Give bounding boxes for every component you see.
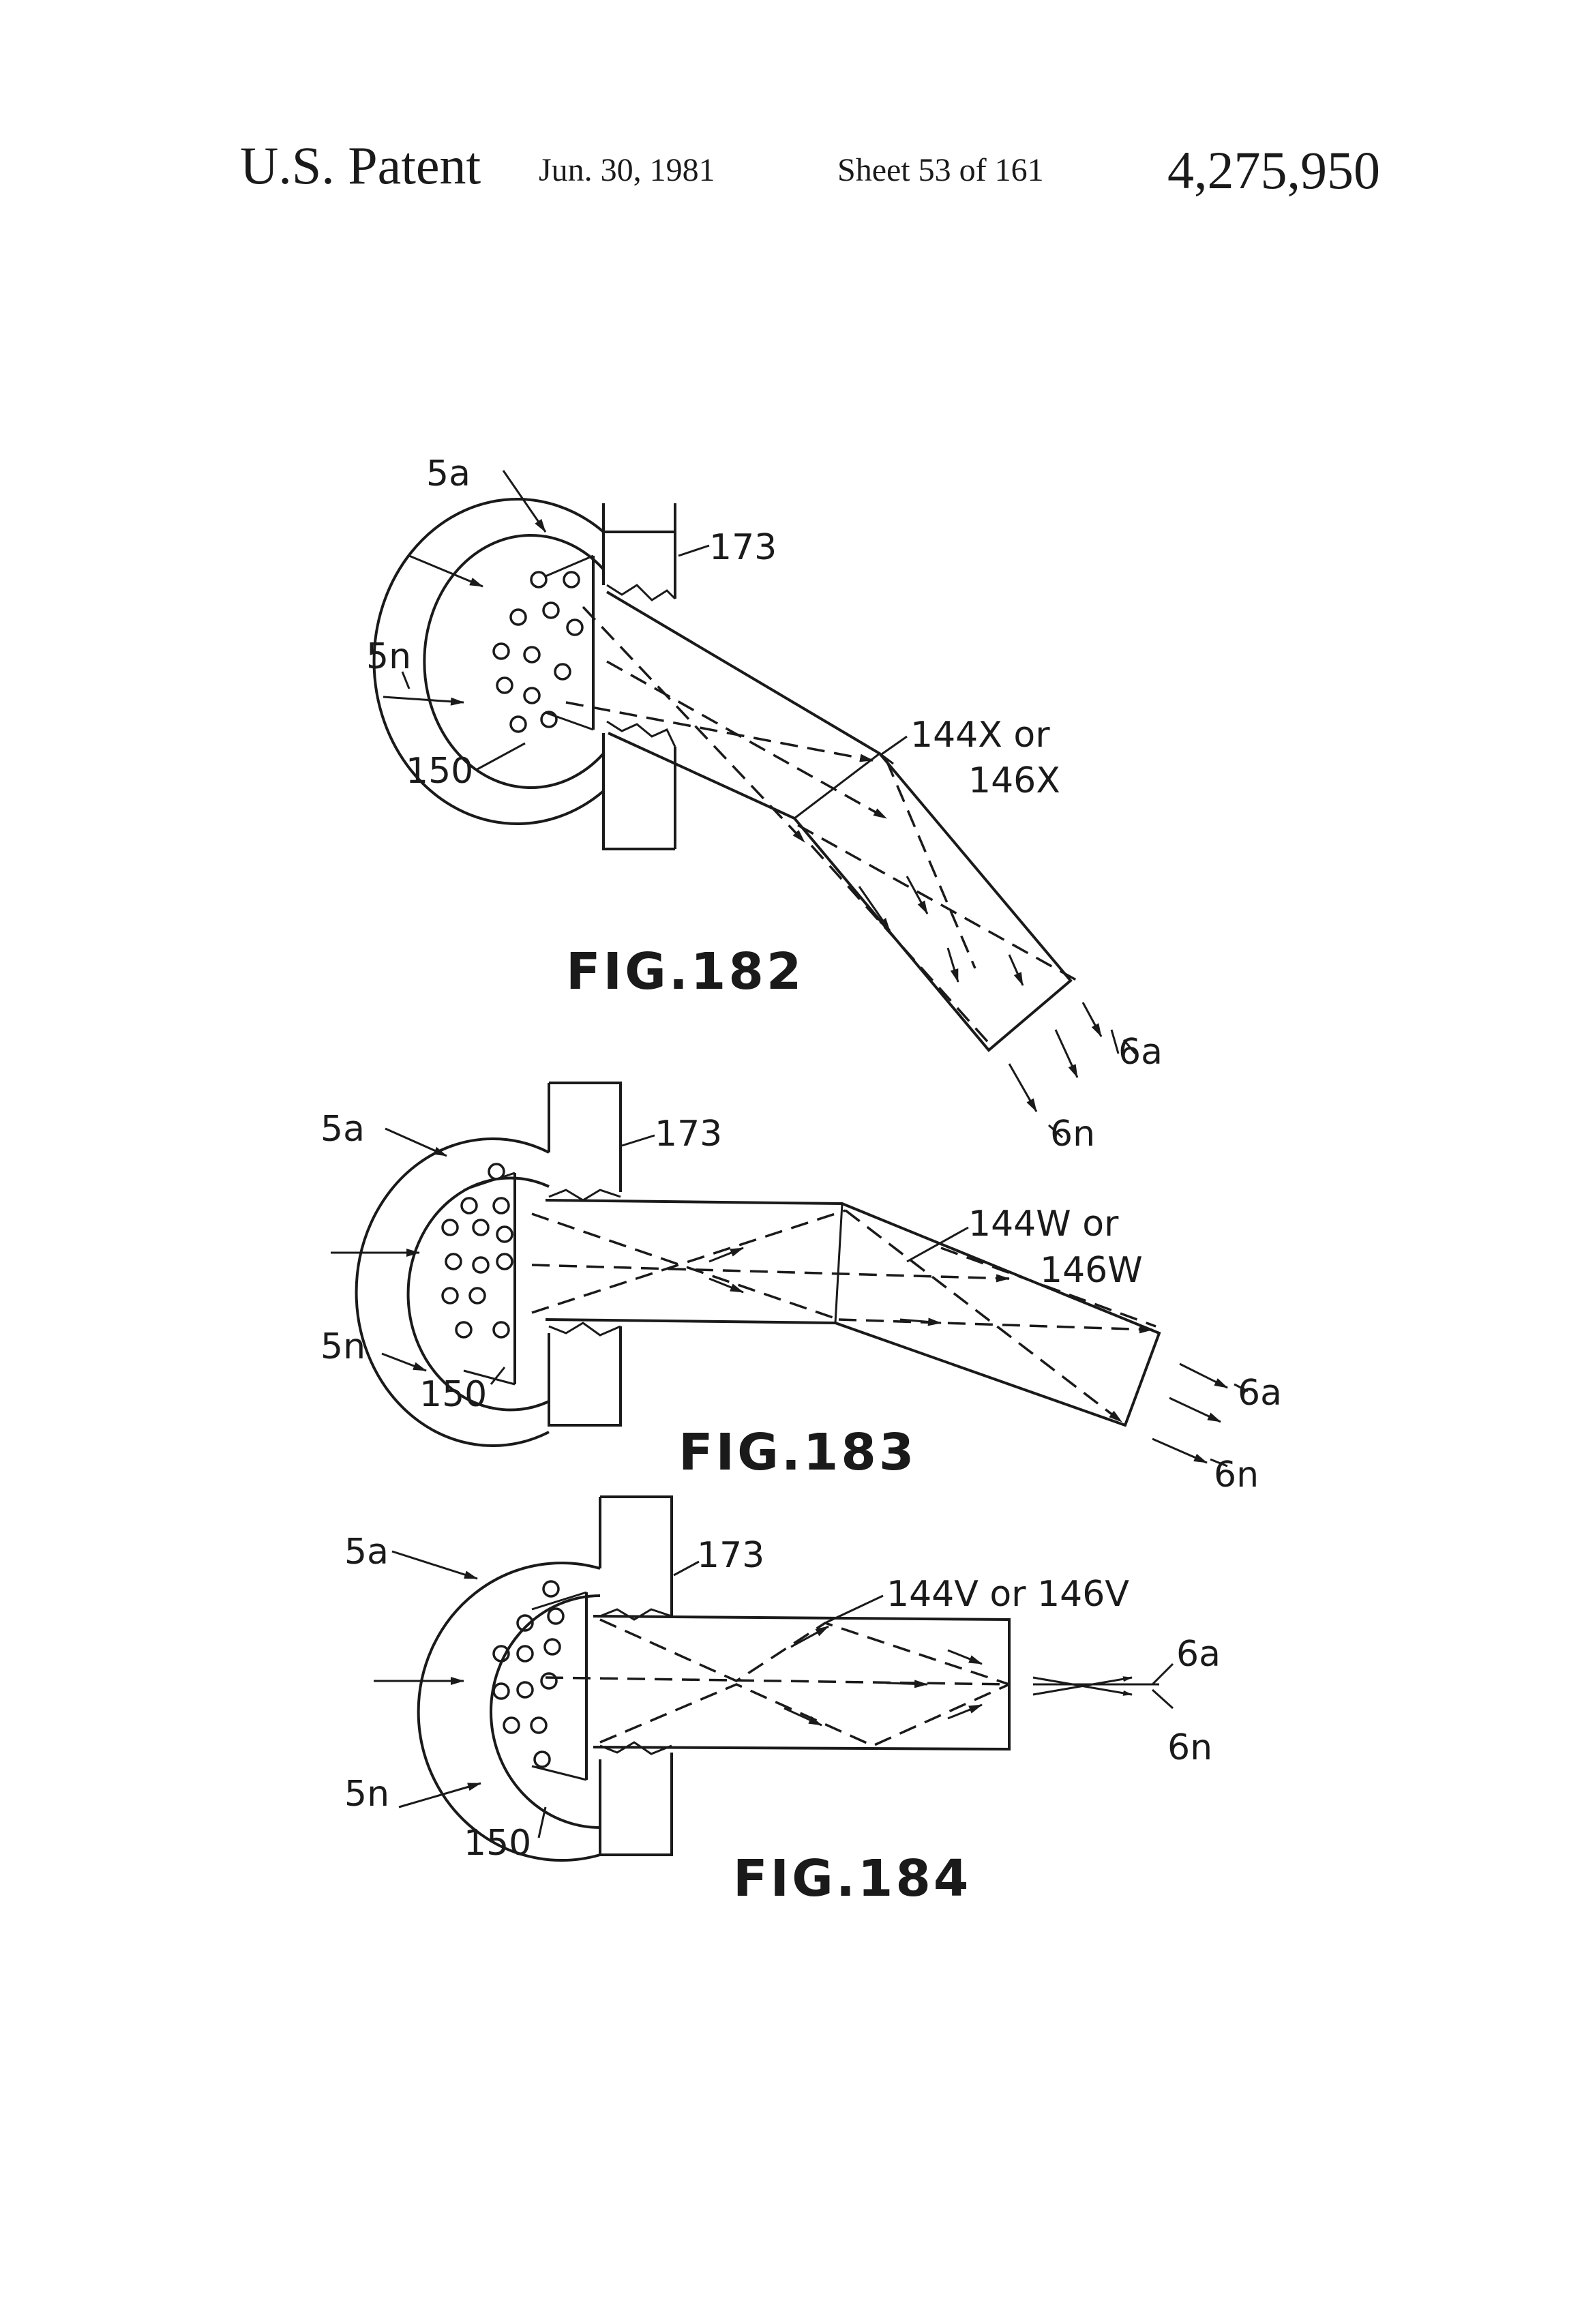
label-6n: 6n [1214, 1455, 1259, 1495]
label-guide-line2: 146X [968, 760, 1060, 801]
label-guide-line1: 144W or [968, 1204, 1119, 1245]
label-173: 173 [697, 1535, 764, 1576]
serrations [549, 1190, 621, 1335]
output-arrows [1152, 1364, 1248, 1466]
label-guide-line1: 144X or [910, 715, 1050, 756]
label-5n: 5n [344, 1774, 389, 1815]
label-5a: 5a [426, 453, 471, 494]
output-arrows [1033, 1664, 1173, 1708]
label-150: 150 [419, 1374, 487, 1415]
label-6n: 6n [1050, 1114, 1095, 1154]
leader-lines [491, 1135, 968, 1384]
label-5a: 5a [344, 1532, 389, 1573]
label-173: 173 [655, 1114, 722, 1154]
label-guide: 144V or 146V [886, 1574, 1129, 1615]
label-150: 150 [406, 751, 473, 792]
housing-173 [603, 503, 675, 849]
figure-184: 5a 173 5n 150 144V or 146V 6a 6n FIG.184 [344, 1497, 1221, 1908]
leader-lines [402, 546, 1135, 1137]
caption-fig184: FIG.184 [733, 1849, 971, 1908]
serrations [600, 1609, 672, 1754]
label-6n: 6n [1167, 1727, 1212, 1768]
light-guide-144v [593, 1616, 1009, 1749]
label-5n: 5n [320, 1326, 365, 1367]
label-5a: 5a [320, 1109, 365, 1150]
label-guide-line2: 146W [1040, 1250, 1143, 1291]
housing-173 [600, 1497, 672, 1855]
dome-lens [419, 1563, 600, 1860]
label-173: 173 [709, 527, 777, 568]
light-rays [546, 1620, 1009, 1746]
leader-lines [539, 1562, 883, 1838]
label-150: 150 [464, 1823, 531, 1864]
label-6a: 6a [1238, 1373, 1282, 1414]
caption-fig183: FIG.183 [678, 1423, 916, 1482]
caption-fig182: FIG.182 [566, 942, 804, 1001]
label-5n: 5n [366, 636, 411, 677]
diffuser-150 [494, 1581, 586, 1780]
input-arrows [374, 1551, 481, 1807]
label-6a: 6a [1118, 1032, 1163, 1073]
housing-173 [549, 1083, 621, 1425]
figure-183: 5a 173 5n 150 144W or 146W 6a 6n FIG.183 [320, 1083, 1282, 1495]
label-6a: 6a [1176, 1634, 1221, 1675]
figure-182: 5a 173 5n 150 144X or 146X 6a 6n FIG.182 [366, 453, 1163, 1154]
